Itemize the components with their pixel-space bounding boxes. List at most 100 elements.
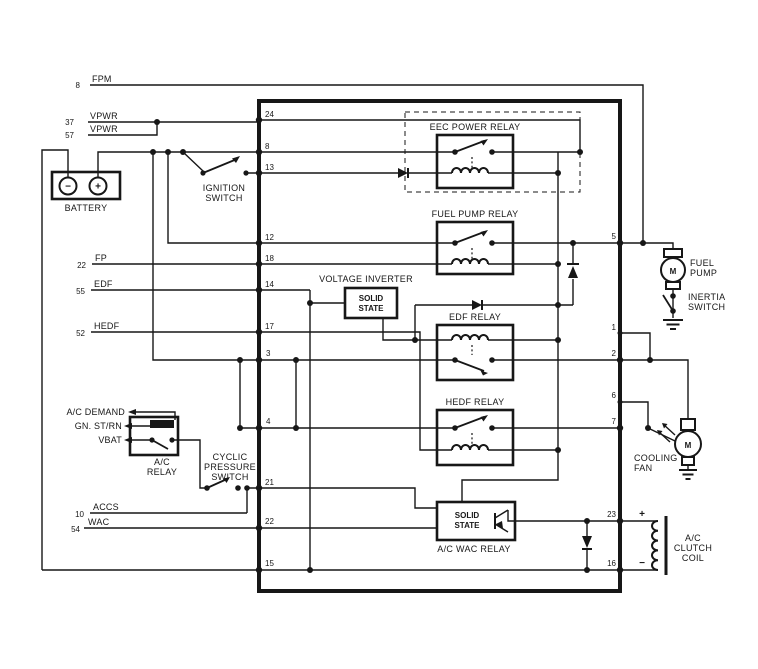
ac-relay-label-2: RELAY [147,467,177,477]
hedf-label: HEDF [94,321,120,331]
clutch-label-3: COIL [682,553,704,563]
fpm-label: FPM [92,74,112,84]
pin-6: 6 [612,391,617,400]
vpwr57-pin: 57 [65,131,74,140]
pin-15: 15 [265,559,274,568]
accs-pin: 10 [75,510,84,519]
supply-clamp-diode [567,263,579,278]
connector-pins-right: 5 1 2 6 7 23 16 [607,232,616,568]
cooling-fan-motor: M COOLING FAN [634,418,702,480]
edf-relay-coil [451,334,489,341]
clutch-clamp-diode [582,536,592,550]
ac-relay-label-1: A/C [154,457,170,467]
battery-body [50,170,122,201]
fuel-pump-relay-label: FUEL PUMP RELAY [432,209,519,219]
ecu-module-outline [257,99,622,593]
pin-8: 8 [265,142,270,151]
pin-13: 13 [265,163,274,172]
battery-negative-terminal [58,176,78,196]
ac-demand-label: A/C DEMAND [66,407,125,417]
pin-18: 18 [265,254,274,263]
eec-relay-coil [451,167,489,174]
edf-relay: EDF RELAY [435,300,515,382]
ground-icon-fan [679,469,697,480]
cyclic-label-3: SWITCH [211,472,248,482]
fuel-pump-motor-m: M [670,267,677,276]
fp-label: FP [95,253,107,263]
ground-icon-inertia [663,319,683,330]
edf-clamp-diode [472,300,483,310]
pin-3: 3 [266,349,271,358]
accs-label: ACCS [93,502,119,512]
pin-2: 2 [612,349,617,358]
battery-positive-terminal [88,176,108,196]
ac-wac-relay-box [435,500,517,542]
pin-16: 16 [607,559,616,568]
eec-coil-diode [398,168,409,178]
battery: − + BATTERY [50,170,122,213]
voltage-inverter-text-2: STATE [358,304,384,313]
wires [41,84,689,571]
gn-strn-label: GN. ST/RN [75,421,122,431]
ignition-label-1: IGNITION [203,183,245,193]
ac-wac-text-2: STATE [454,521,480,530]
clutch-coil-windings [651,520,659,571]
pin-12: 12 [265,233,274,242]
hedf-pin: 52 [76,329,85,338]
ac-wac-relay-label: A/C WAC RELAY [437,544,510,554]
edf-relay-label: EDF RELAY [449,312,501,322]
ignition-label-2: SWITCH [205,193,242,203]
cooling-fan-motor-m: M [685,441,692,450]
battery-label: BATTERY [65,203,108,213]
edf-label: EDF [94,279,113,289]
ac-wac-relay: SOLID STATE A/C WAC RELAY [435,500,517,554]
vbat-label: VBAT [98,435,122,445]
clutch-plus: + [639,509,645,520]
wac-label: WAC [88,517,110,527]
pin-23: 23 [607,510,616,519]
fan-blade-icon [657,423,676,443]
voltage-inverter-text-1: SOLID [359,294,384,303]
fpm-pin: 8 [76,81,81,90]
inertia-switch-label-2: SWITCH [688,302,725,312]
inertia-switch: INERTIA SWITCH [662,292,725,330]
cooling-fan-label-2: FAN [634,463,652,473]
fuel-pump-motor: M FUEL PUMP [660,248,717,290]
cyclic-label-1: CYCLIC [213,452,248,462]
ac-relay: A/C RELAY [128,415,180,477]
hedf-relay-coil [451,444,489,451]
fp-pin: 22 [77,261,86,270]
pin-5: 5 [612,232,617,241]
vpwr37-pin: 37 [65,118,74,127]
voltage-inverter-label: VOLTAGE INVERTER [319,274,413,284]
fuel-pump-relay-coil [451,258,489,265]
cooling-fan-label-1: COOLING [634,453,678,463]
fuel-pump-label-1: FUEL [690,258,714,268]
ac-input-labels: A/C DEMAND GN. ST/RN VBAT [66,407,136,445]
cyclic-label-2: PRESSURE [204,462,256,472]
ac-clutch-coil: + − A/C CLUTCH COIL [639,509,712,575]
pin-24: 24 [265,110,274,119]
ac-wac-text-1: SOLID [455,511,480,520]
clutch-minus: − [639,558,645,569]
battery-minus-sign: − [65,182,71,193]
external-signals-left: 8 FPM 37 VPWR 57 VPWR 22 FP 55 EDF 52 HE… [65,74,120,534]
wac-pin: 54 [71,525,80,534]
pin-21: 21 [265,478,274,487]
pin-17: 17 [265,322,274,331]
pin-14: 14 [265,280,274,289]
pin-1: 1 [612,323,617,332]
ignition-switch: IGNITION SWITCH [202,156,245,203]
ac-relay-box [128,415,180,457]
clutch-label-1: A/C [685,533,701,543]
connector-pins-left: 24 8 13 12 18 14 17 3 4 21 22 15 [265,110,274,568]
vpwr57-label: VPWR [90,124,118,134]
clutch-label-2: CLUTCH [674,543,712,553]
inertia-switch-label-1: INERTIA [688,292,725,302]
ac-wac-transistor [494,509,509,533]
cyclic-pressure-switch: CYCLIC PRESSURE SWITCH [204,452,256,489]
fuel-pump-relay: FUEL PUMP RELAY [432,209,519,276]
junction-dots [149,116,676,574]
eec-power-relay-label: EEC POWER RELAY [430,122,521,132]
